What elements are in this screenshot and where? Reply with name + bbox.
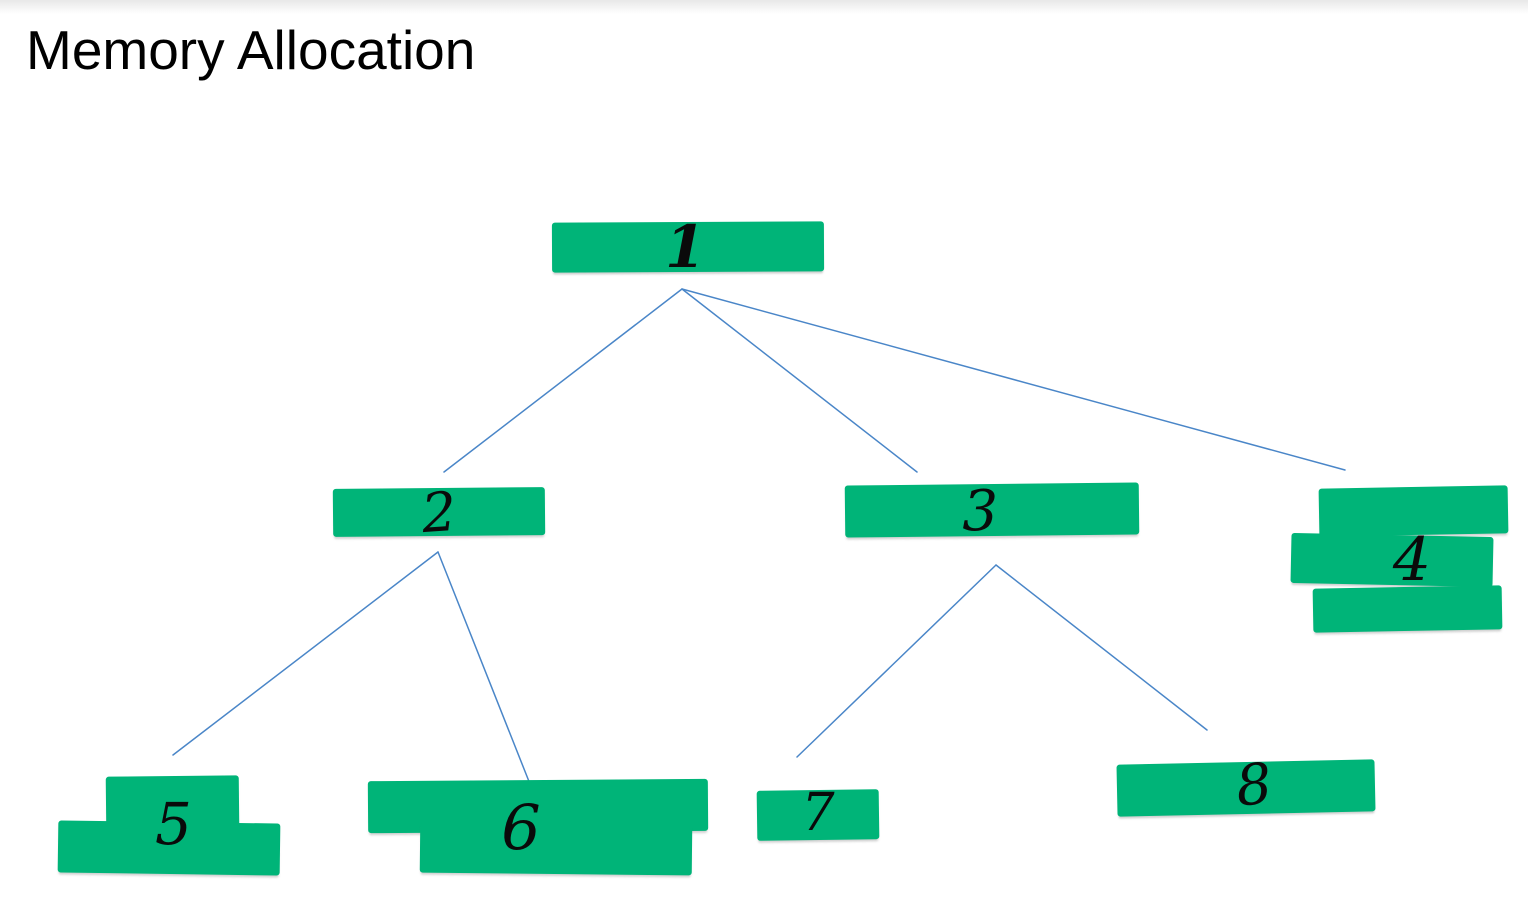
tree-node-1[interactable]: 1 [551,218,825,276]
tree-node-3[interactable]: 3 [844,482,1140,540]
highlighter-stroke [332,487,546,537]
toolbar-shadow-band [0,0,1528,14]
page-title: Memory Allocation [26,19,476,81]
tree-edge-2-6 [437,551,531,785]
tree-edge-2-5 [172,551,439,756]
tree-edge-1-3 [681,288,918,473]
tree-node-6[interactable]: 6 [367,778,709,876]
highlighter-stroke [419,822,693,876]
tree-node-7[interactable]: 7 [756,787,880,841]
highlighter-stroke [1318,485,1509,537]
highlighter-stroke [1290,532,1494,588]
highlighter-stroke [57,820,281,876]
tree-edge-3-7 [796,564,997,758]
tree-edge-1-2 [443,288,683,473]
tree-node-2[interactable]: 2 [332,480,546,545]
tree-node-4[interactable]: 4 [1290,485,1511,633]
tree-node-8[interactable]: 8 [1116,751,1376,820]
highlighter-stroke [844,482,1140,538]
tree-edge-1-4 [681,288,1346,471]
highlighter-stroke [1116,759,1376,817]
tree-node-5[interactable]: 5 [57,775,281,876]
highlighter-stroke [551,221,825,273]
highlighter-stroke [1312,585,1503,633]
highlighter-stroke [756,789,880,841]
tree-edge-3-8 [995,564,1208,731]
